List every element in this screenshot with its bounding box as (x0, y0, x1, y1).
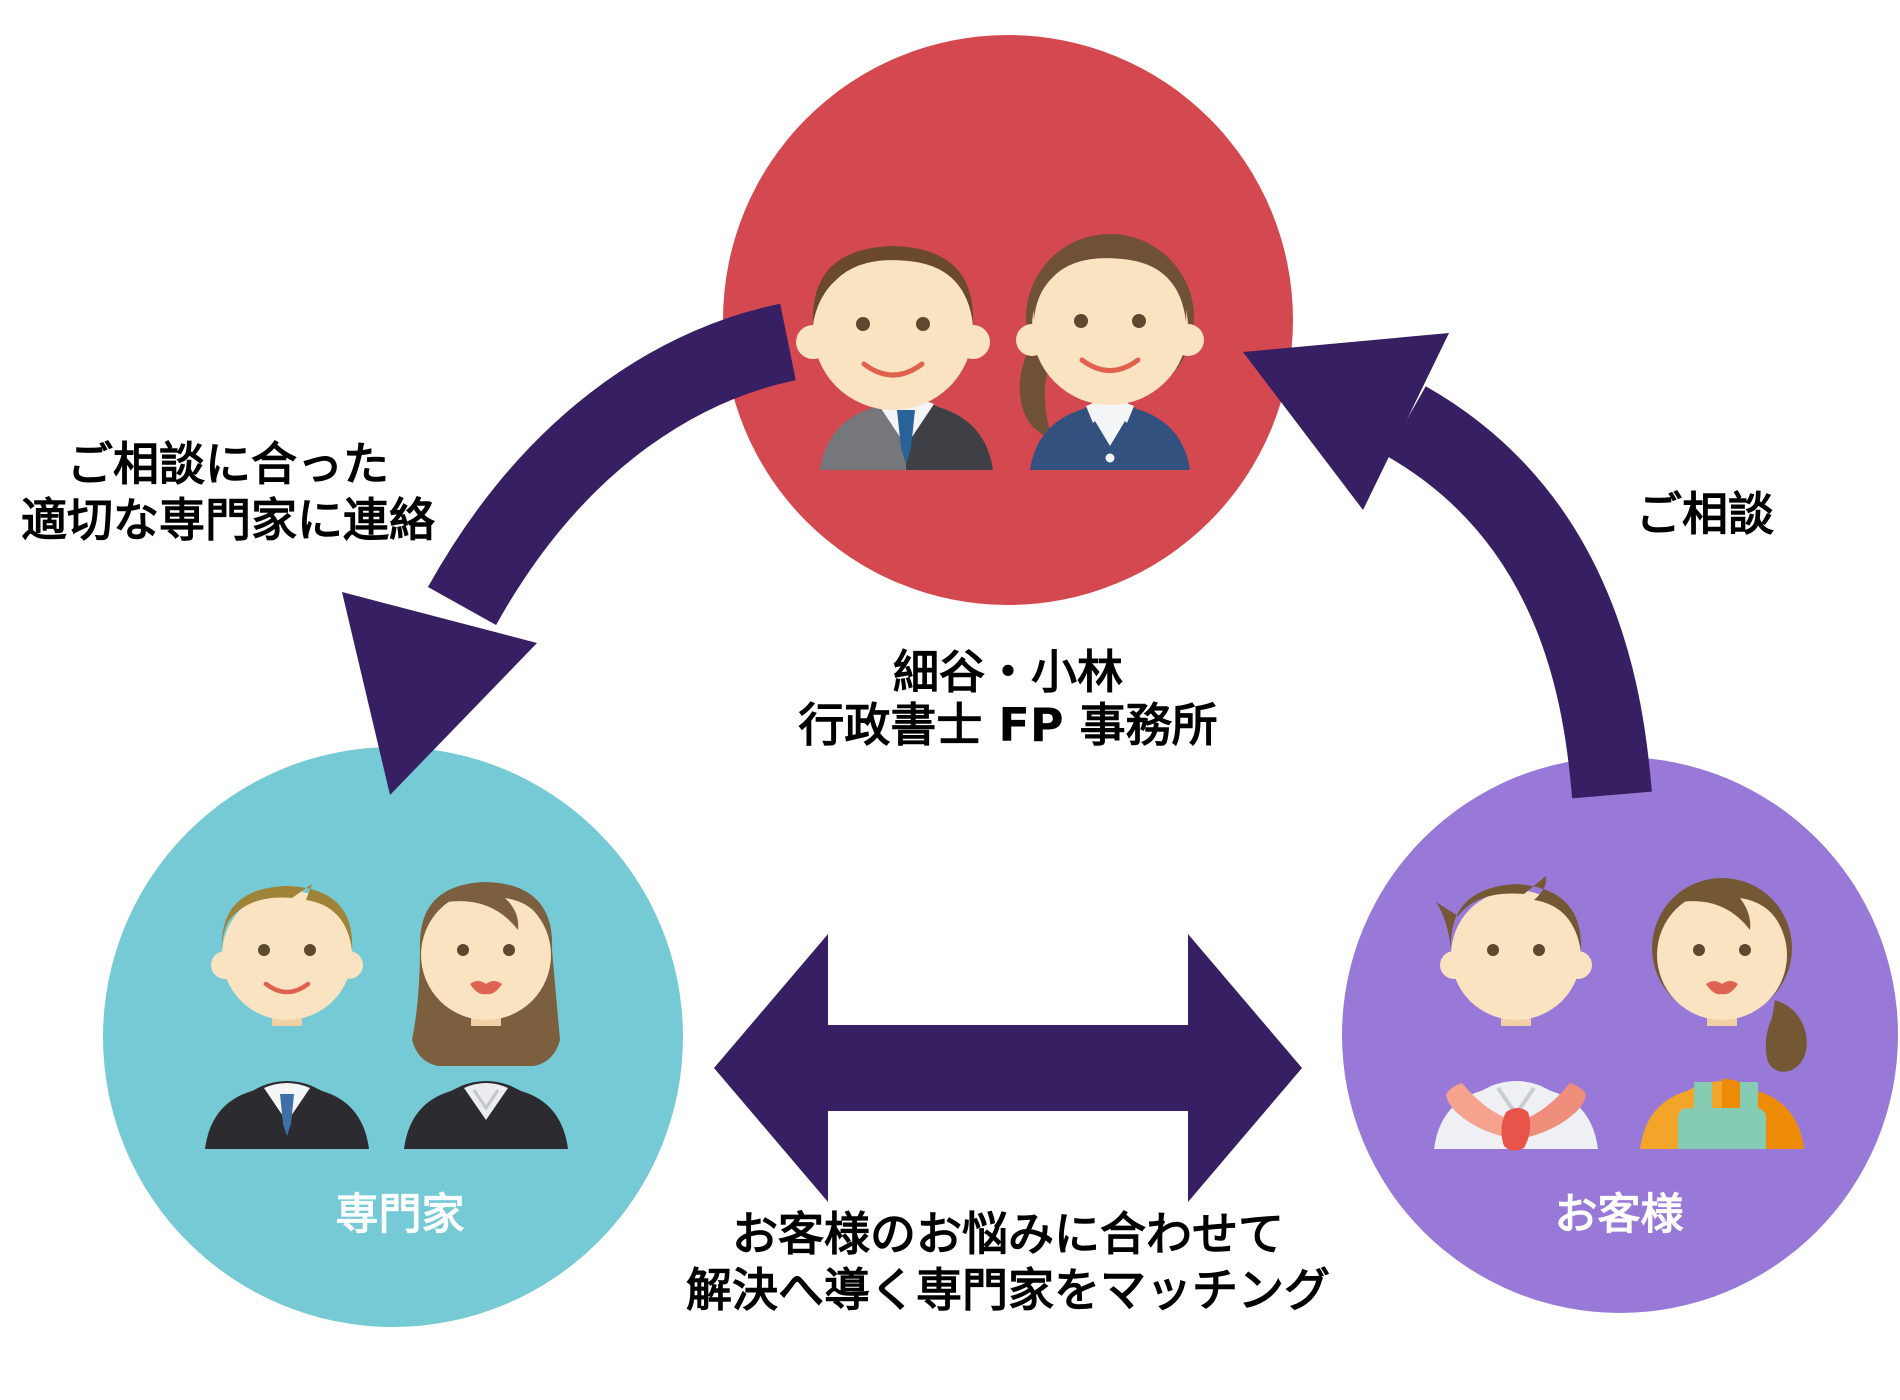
office-name-line2: 行政書士 FP 事務所 (798, 698, 1218, 752)
office-circle (723, 35, 1293, 605)
consult-arrow-label: ご相談 (1636, 487, 1774, 541)
expert-woman-avatar (404, 882, 568, 1149)
matching-arrow-label-line1: お客様のお悩みに合わせて (732, 1207, 1284, 1261)
contact-arrow-label-line2: 適切な専門家に連絡 (21, 493, 435, 547)
customer-man-avatar (1434, 876, 1598, 1151)
experts-circle (103, 747, 683, 1327)
experts-label: 専門家 (335, 1190, 465, 1240)
office-woman-avatar (1016, 234, 1204, 470)
office-name: 細谷・小林 行政書士 FP 事務所 (798, 646, 1217, 752)
contact-arrow (342, 303, 797, 795)
consult-arrow (1243, 333, 1652, 799)
customer-woman-avatar (1640, 878, 1807, 1149)
expert-man-avatar (205, 884, 369, 1149)
office-man-avatar (796, 246, 993, 470)
contact-arrow-label: ご相談に合った 適切な専門家に連絡 (21, 436, 435, 548)
matching-arrow-label-line2: 解決へ導く専門家をマッチング (686, 1263, 1330, 1317)
contact-arrow-label-line1: ご相談に合った (67, 437, 389, 491)
customers-label: お客様 (1554, 1190, 1684, 1240)
matching-arrow-label: お客様のお悩みに合わせて 解決へ導く専門家をマッチング (686, 1206, 1330, 1318)
office-name-line1: 細谷・小林 (892, 645, 1123, 699)
matching-arrow (714, 934, 1302, 1202)
